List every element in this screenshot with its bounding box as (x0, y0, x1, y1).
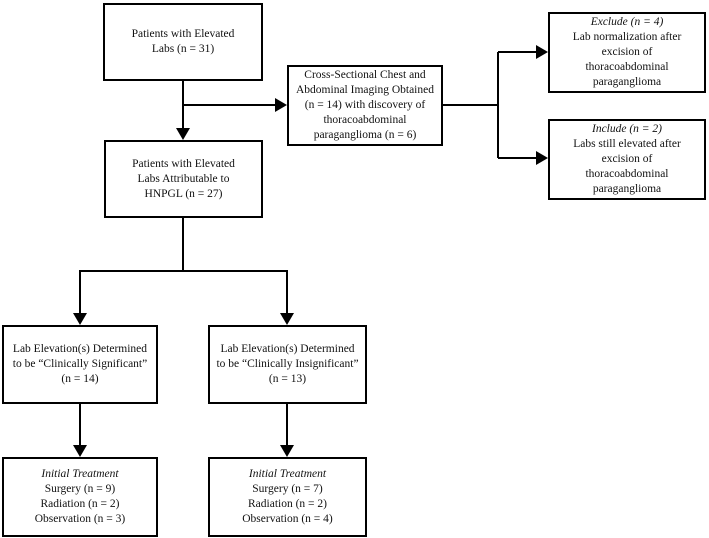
node-label: Labs still elevated after excision of th… (573, 138, 681, 195)
node-heading: Initial Treatment (41, 468, 119, 480)
treatment-line-radiation: Radiation (n = 2) (40, 498, 120, 510)
treatment-line-surgery: Surgery (n = 9) (44, 483, 116, 495)
node-label: Lab normalization after excision of thor… (572, 31, 682, 88)
connector-significant-to-treatment (73, 404, 87, 457)
arrowhead-right-exclude (536, 45, 548, 59)
flow-node-insignificant: Lab Elevation(s) Determined to be “Clini… (208, 325, 367, 404)
node-heading: Initial Treatment (248, 468, 327, 480)
arrowhead-right-include (536, 151, 548, 165)
flow-node-imaging: Cross-Sectional Chest and Abdominal Imag… (287, 65, 443, 146)
connector-labs-to-imaging (183, 98, 287, 112)
flow-node-treatment-insignificant: Initial Treatment Surgery (n = 7) Radiat… (208, 457, 367, 537)
flow-node-significant: Lab Elevation(s) Determined to be “Clini… (2, 325, 158, 404)
flow-node-include: Include (n = 2) Labs still elevated afte… (548, 119, 706, 200)
treatment-line-surgery: Surgery (n = 7) (252, 483, 323, 495)
flow-node-elevated-labs: Patients with Elevated Labs (n = 31) (103, 3, 263, 81)
flow-node-treatment-significant: Initial Treatment Surgery (n = 9) Radiat… (2, 457, 158, 537)
treatment-line-radiation: Radiation (n = 2) (248, 498, 327, 510)
arrowhead-down-insignificant (280, 313, 294, 325)
node-heading: Include (n = 2) (591, 123, 663, 135)
connector-imaging-split (443, 52, 499, 158)
arrowhead-down-significant (73, 313, 87, 325)
node-label: Patients with Elevated Labs Attributable… (132, 157, 235, 200)
connector-labs-to-hnpgl (176, 81, 190, 140)
arrowhead-down-hnpgl (176, 128, 190, 140)
arrowhead-down-treatment-insignificant (280, 445, 294, 457)
arrowhead-down-treatment-significant (73, 445, 87, 457)
connector-split-to-include (498, 151, 548, 165)
arrowhead-right-imaging (275, 98, 287, 112)
treatment-line-observation: Observation (n = 3) (34, 513, 126, 525)
connector-split-to-exclude (498, 45, 548, 59)
node-label: Patients with Elevated Labs (n = 31) (131, 28, 235, 55)
flow-node-exclude: Exclude (n = 4) Lab normalization after … (548, 12, 706, 93)
node-label: Lab Elevation(s) Determined to be “Clini… (12, 343, 148, 385)
connector-insignificant-to-treatment (280, 404, 294, 457)
treatment-line-observation: Observation (n = 4) (242, 513, 333, 525)
node-label: Lab Elevation(s) Determined to be “Clini… (216, 343, 359, 385)
node-heading: Exclude (n = 4) (590, 16, 664, 28)
connector-hnpgl-tee (73, 218, 294, 325)
flow-node-hnpgl: Patients with Elevated Labs Attributable… (104, 140, 263, 218)
node-label: Cross-Sectional Chest and Abdominal Imag… (296, 69, 434, 141)
